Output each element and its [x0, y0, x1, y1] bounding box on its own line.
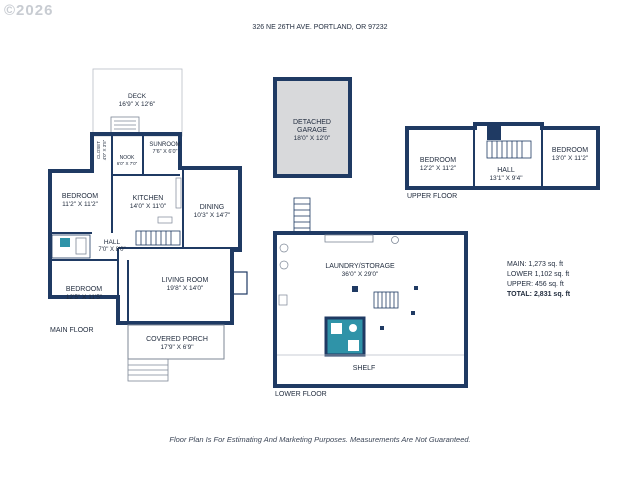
- laundry-dims: 36'0" X 29'0": [342, 271, 379, 278]
- laundry-name: LAUNDRY/STORAGE: [325, 263, 395, 270]
- sunroom-name: SUNROOM: [149, 142, 180, 148]
- bedroom-main-2-name: BEDROOM: [66, 286, 102, 293]
- lower-floor-label: LOWER FLOOR: [275, 391, 327, 398]
- garage-name: DETACHED: [293, 119, 331, 126]
- upper-floor-plan: BEDROOM 12'2" X 11'2" HALL 13'1" X 9'4" …: [405, 122, 600, 190]
- lower-floor-plan: LAUNDRY/STORAGE 36'0" X 29'0" SHELF: [273, 197, 468, 388]
- copyright-watermark: ©2026: [4, 2, 54, 19]
- upper-floor-label: UPPER FLOOR: [407, 193, 457, 200]
- main-floor-label: MAIN FLOOR: [50, 327, 94, 334]
- post-icon: [414, 286, 418, 290]
- property-address: 326 NE 26TH AVE. PORTLAND, OR 97232: [252, 24, 388, 31]
- porch-dims: 17'9" X 6'9": [160, 344, 194, 351]
- kitchen-name: KITCHEN: [133, 195, 164, 202]
- hall-main-name: HALL: [104, 239, 121, 246]
- main-stairs: [135, 230, 181, 246]
- total-lower: LOWER 1,102 sq. ft: [507, 271, 570, 278]
- living-room-dims: 19'8" X 14'0": [167, 285, 204, 292]
- lower-exterior-stairs: [293, 197, 311, 233]
- dining-dims: 10'3" X 14'7": [194, 212, 231, 219]
- bedroom-up-2-name: BEDROOM: [552, 147, 588, 154]
- upper-stairs: [486, 140, 532, 159]
- post-icon: [352, 286, 358, 292]
- garage-name-2: GARAGE: [297, 127, 327, 134]
- deck-dims: 16'9" X 12'6": [119, 101, 156, 108]
- post-icon: [411, 311, 415, 315]
- shelf-name: SHELF: [353, 365, 376, 372]
- total-all: TOTAL: 2,831 sq. ft: [507, 291, 571, 298]
- square-footage-summary: MAIN: 1,273 sq. ft LOWER 1,102 sq. ft UP…: [507, 260, 570, 300]
- post-icon: [380, 326, 384, 330]
- bedroom-main-1-name: BEDROOM: [62, 193, 98, 200]
- dining-name: DINING: [200, 204, 225, 211]
- porch-name: COVERED PORCH: [146, 336, 208, 343]
- hall-main-dims: 7'0" X 8'0": [98, 247, 125, 253]
- covered-porch: COVERED PORCH 17'9" X 6'9": [127, 324, 225, 382]
- bedroom-up-1-dims: 12'2" X 11'2": [420, 165, 457, 172]
- nook-name: NOOK: [120, 155, 135, 161]
- sunroom-dims: 7'6" X 6'0": [153, 149, 178, 155]
- hall-up-dims: 13'1" X 9'4": [489, 175, 523, 182]
- closet-dims: 4'0" X 3'5": [102, 139, 107, 160]
- upper-chimney: [487, 126, 501, 140]
- deck-area: DECK 16'9" X 12'6": [92, 68, 183, 137]
- bedroom-main-2-dims: 12'5" X 11'5": [66, 294, 103, 301]
- main-bath: [51, 234, 91, 259]
- fireplace-icon: [232, 271, 248, 295]
- living-room-name: LIVING ROOM: [162, 277, 209, 284]
- bedroom-up-2-dims: 13'0" X 11'2": [552, 155, 589, 162]
- kitchen-dims: 14'0" X 11'0": [130, 203, 167, 210]
- closet-name: CLOSET: [96, 141, 101, 159]
- garage-dims: 18'0" X 12'0": [294, 135, 331, 142]
- bedroom-up-1-name: BEDROOM: [420, 157, 456, 164]
- bedroom-main-1-dims: 11'2" X 11'2": [62, 201, 98, 208]
- lower-bath: [324, 316, 366, 357]
- water-heater-icon: [391, 236, 399, 244]
- deck-name: DECK: [128, 93, 147, 100]
- nook-dims: 6'0" X 7'0": [117, 161, 138, 166]
- detached-garage: DETACHED GARAGE 18'0" X 12'0": [273, 77, 352, 178]
- bath-fixture-icon: [60, 238, 70, 247]
- hall-up-name: HALL: [497, 167, 515, 174]
- total-upper: UPPER: 456 sq. ft: [507, 281, 564, 288]
- lower-stairs: [373, 291, 399, 309]
- total-main: MAIN: 1,273 sq. ft: [507, 261, 564, 268]
- disclaimer: Floor Plan Is For Estimating And Marketi…: [169, 435, 471, 444]
- main-floor-plan: CLOSET 4'0" X 3'5" NOOK 6'0" X 7'0" SUNR…: [48, 132, 248, 325]
